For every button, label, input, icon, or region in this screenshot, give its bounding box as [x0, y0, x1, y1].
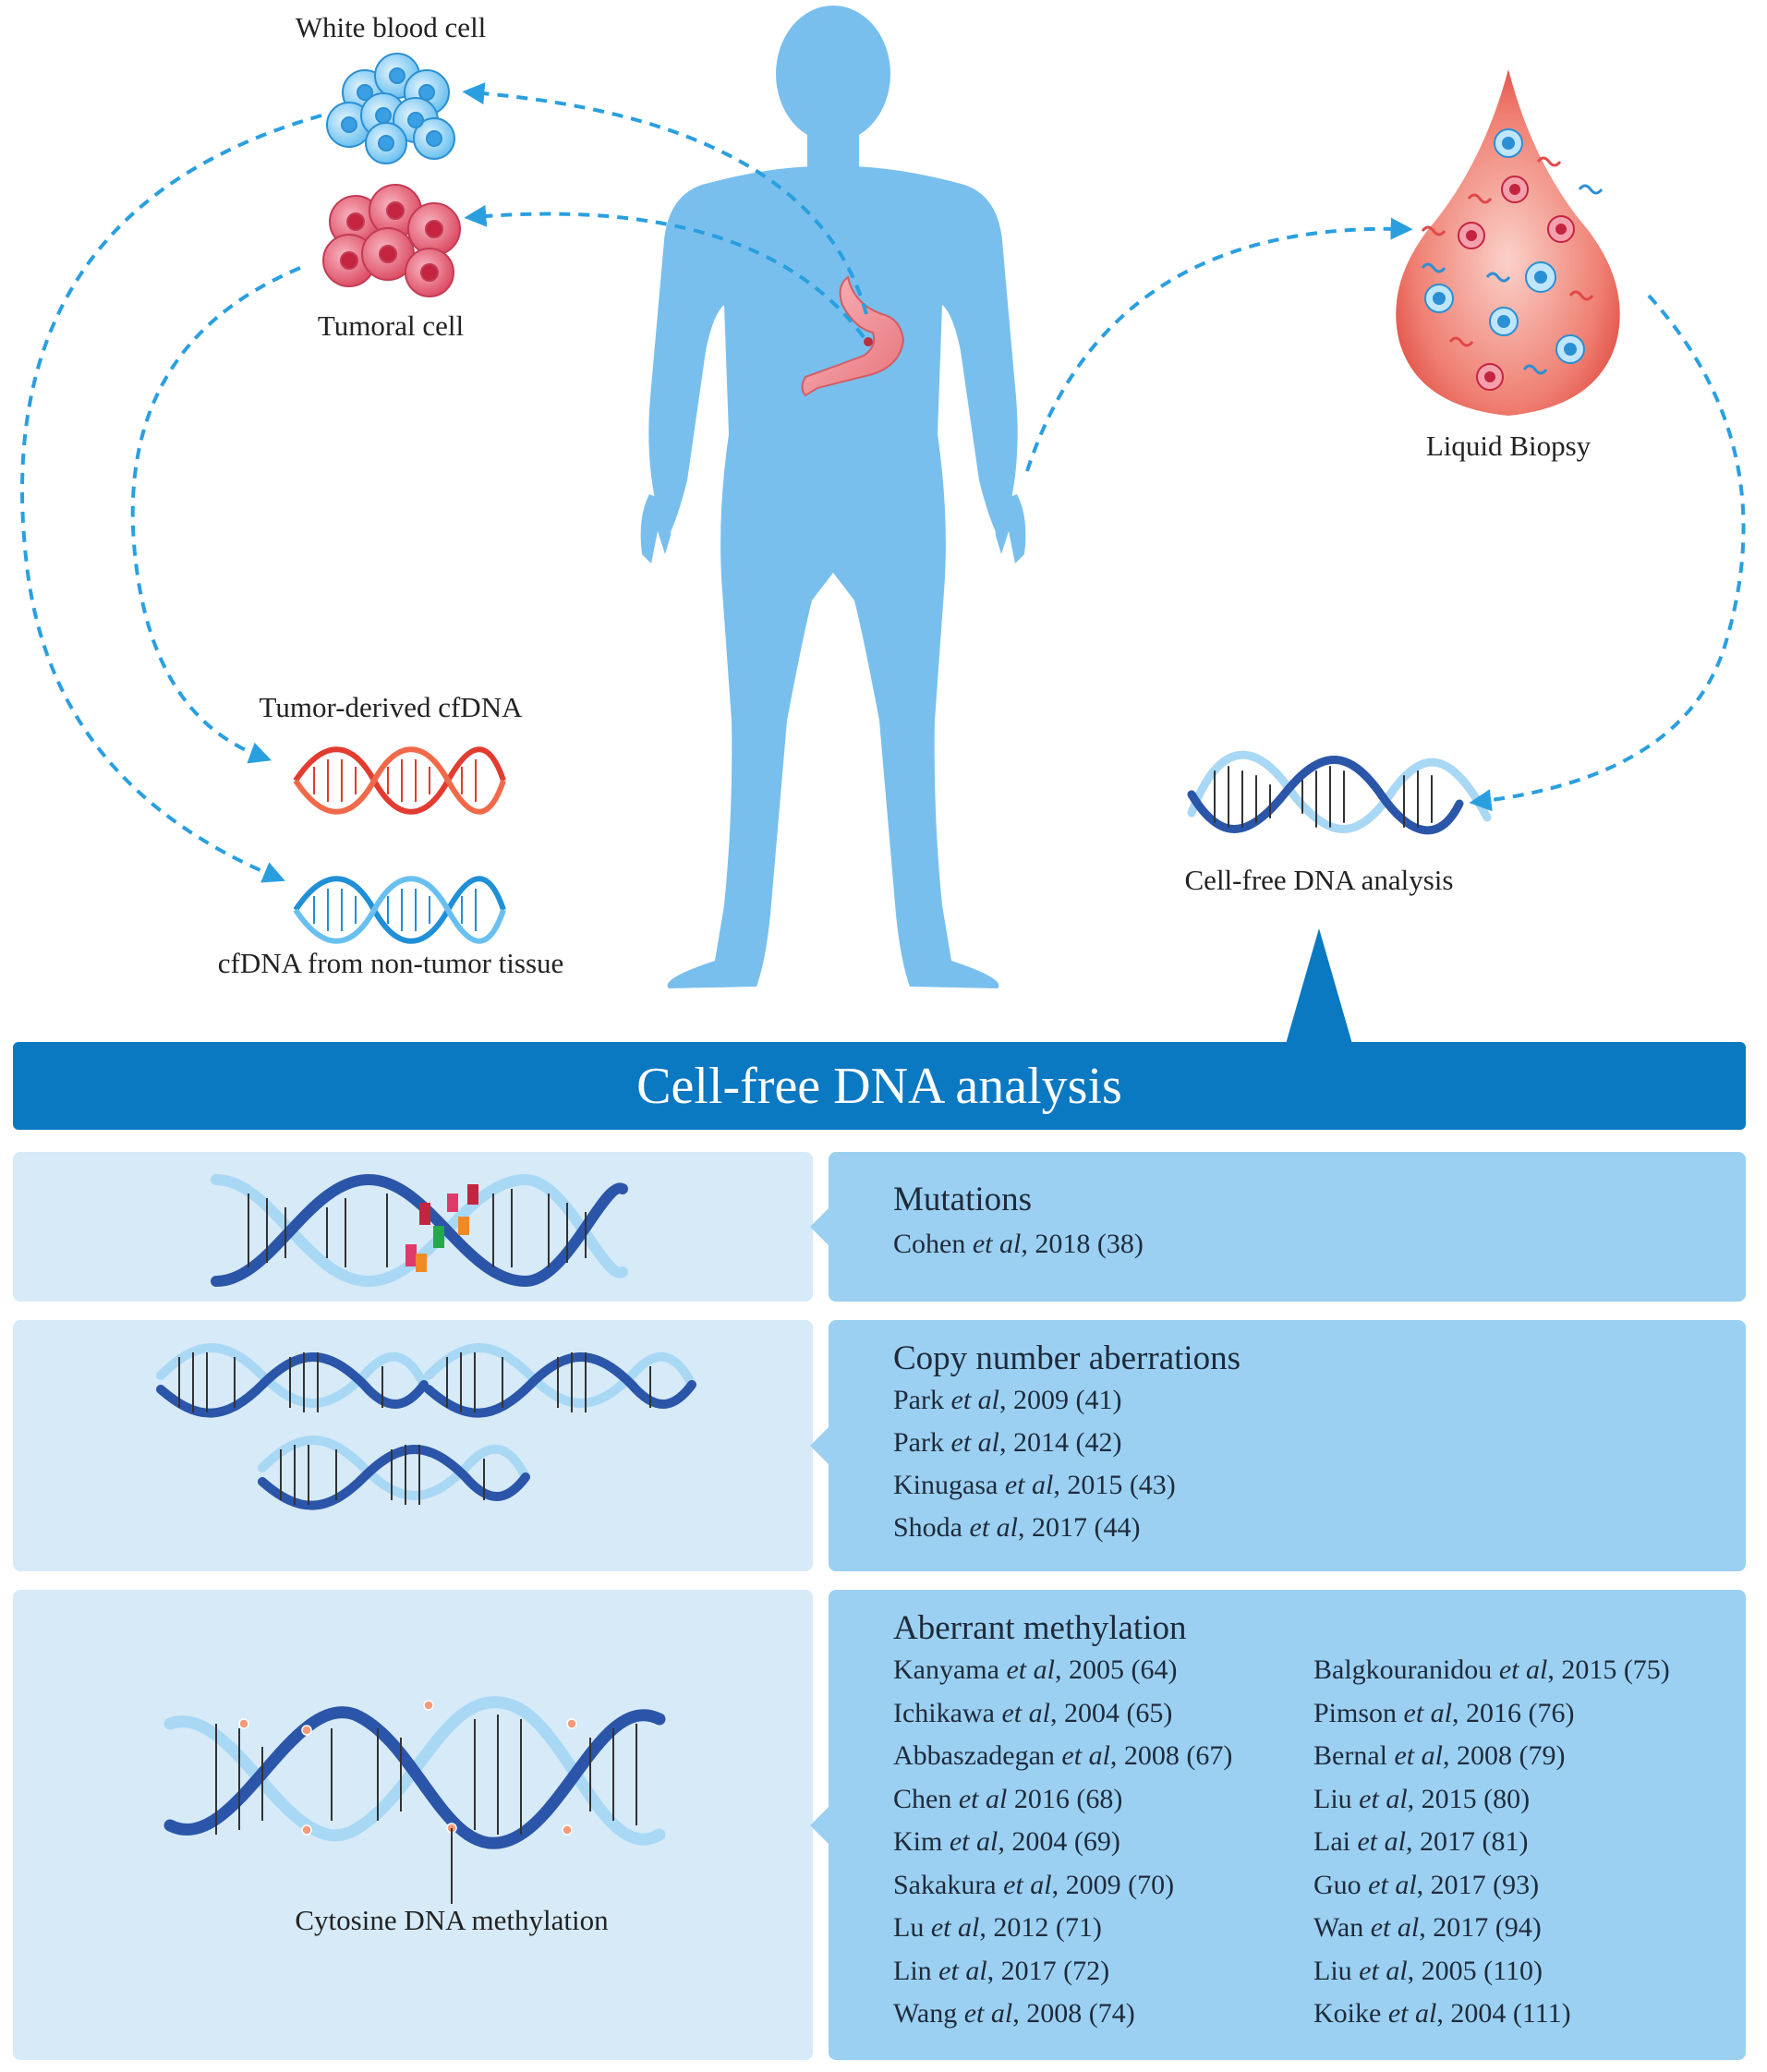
- methylation-title: Aberrant methylation: [893, 1609, 1187, 1647]
- methylation-helix: [163, 1696, 666, 1904]
- ref-item: Lai et al, 2017 (81): [1313, 1826, 1529, 1857]
- methylation-image-panel: Cytosine DNA methylation: [13, 1590, 813, 2060]
- ref-item: Cohen et al, 2018 (38): [893, 1229, 1144, 1259]
- ref-item: Balgkouranidou et al, 2015 (75): [1313, 1654, 1670, 1685]
- cna-panel: Copy number aberrations Park et al, 2009…: [810, 1320, 1746, 1571]
- ref-item: Chen et al 2016 (68): [893, 1783, 1123, 1814]
- cna-title: Copy number aberrations: [893, 1339, 1241, 1377]
- white-blood-cell-label: White blood cell: [295, 11, 487, 43]
- nontumor-cfdna-label: cfDNA from non-tumor tissue: [217, 947, 564, 979]
- ref-item: Kanyama et al, 2005 (64): [893, 1654, 1178, 1685]
- methyl-group-markers: [238, 1700, 577, 1836]
- ref-item: Park et al, 2014 (42): [893, 1427, 1122, 1458]
- banner-pointer: [1286, 928, 1352, 1044]
- ref-item: Liu et al, 2015 (80): [1313, 1783, 1531, 1814]
- nontumor-cfdna-helix: [293, 876, 506, 944]
- ref-item: Kinugasa et al, 2015 (43): [893, 1470, 1176, 1500]
- tumor-derived-cfdna-label: Tumor-derived cfDNA: [259, 691, 523, 723]
- ref-item: Bernal et al, 2008 (79): [1313, 1740, 1566, 1771]
- mutations-image-panel: [13, 1152, 813, 1302]
- tumoral-cell-label: Tumoral cell: [317, 309, 465, 342]
- ref-item: Lin et al, 2017 (72): [893, 1955, 1110, 1986]
- mutations-title: Mutations: [893, 1181, 1033, 1218]
- ref-item: Park et al, 2009 (41): [893, 1385, 1122, 1415]
- cna-helices: [156, 1343, 696, 1510]
- flow-arrows: [20, 82, 1746, 883]
- ref-item: Sakakura et al, 2009 (70): [893, 1869, 1175, 1900]
- ref-item: Wan et al, 2017 (94): [1313, 1912, 1542, 1943]
- banner-title: Cell-free DNA analysis: [636, 1057, 1122, 1115]
- blood-drop-icon: [1396, 69, 1620, 416]
- mutation-helix: [211, 1173, 628, 1288]
- ref-item: Kim et al, 2004 (69): [893, 1826, 1120, 1857]
- ref-item: Guo et al, 2017 (93): [1313, 1869, 1540, 1900]
- cfdna-analysis-label: Cell-free DNA analysis: [1184, 864, 1454, 896]
- cna-image-panel: [13, 1320, 813, 1571]
- cfdna-analysis-helix: [1187, 750, 1492, 835]
- ref-item: Liu et al, 2005 (110): [1313, 1955, 1543, 1986]
- white-blood-cell-cluster: [326, 53, 455, 164]
- stomach-icon: [801, 275, 905, 397]
- mutation-markers: [405, 1184, 478, 1272]
- section-banner: Cell-free DNA analysis: [13, 1042, 1746, 1130]
- human-body-silhouette: [640, 6, 1026, 989]
- tumoral-cell-cluster: [322, 184, 461, 297]
- mutations-panel: Mutations Cohen et al, 2018 (38): [810, 1152, 1746, 1302]
- ref-item: Abbaszadegan et al, 2008 (67): [893, 1740, 1233, 1771]
- methylation-panel: Aberrant methylation Kanyama et al, 2005…: [810, 1590, 1746, 2060]
- ref-item: Lu et al, 2012 (71): [893, 1912, 1102, 1943]
- ref-item: Pimson et al, 2016 (76): [1313, 1697, 1575, 1728]
- methylation-caption: Cytosine DNA methylation: [295, 1904, 609, 1936]
- ref-item: Ichikawa et al, 2004 (65): [893, 1697, 1173, 1728]
- tumor-cfdna-helix: [293, 746, 506, 815]
- ref-item: Koike et al, 2004 (111): [1313, 1998, 1571, 2029]
- top-illustration: [20, 6, 1746, 1044]
- ref-item: Shoda et al, 2017 (44): [893, 1512, 1141, 1543]
- ref-item: Wang et al, 2008 (74): [893, 1998, 1135, 2029]
- liquid-biopsy-label: Liquid Biopsy: [1425, 430, 1592, 462]
